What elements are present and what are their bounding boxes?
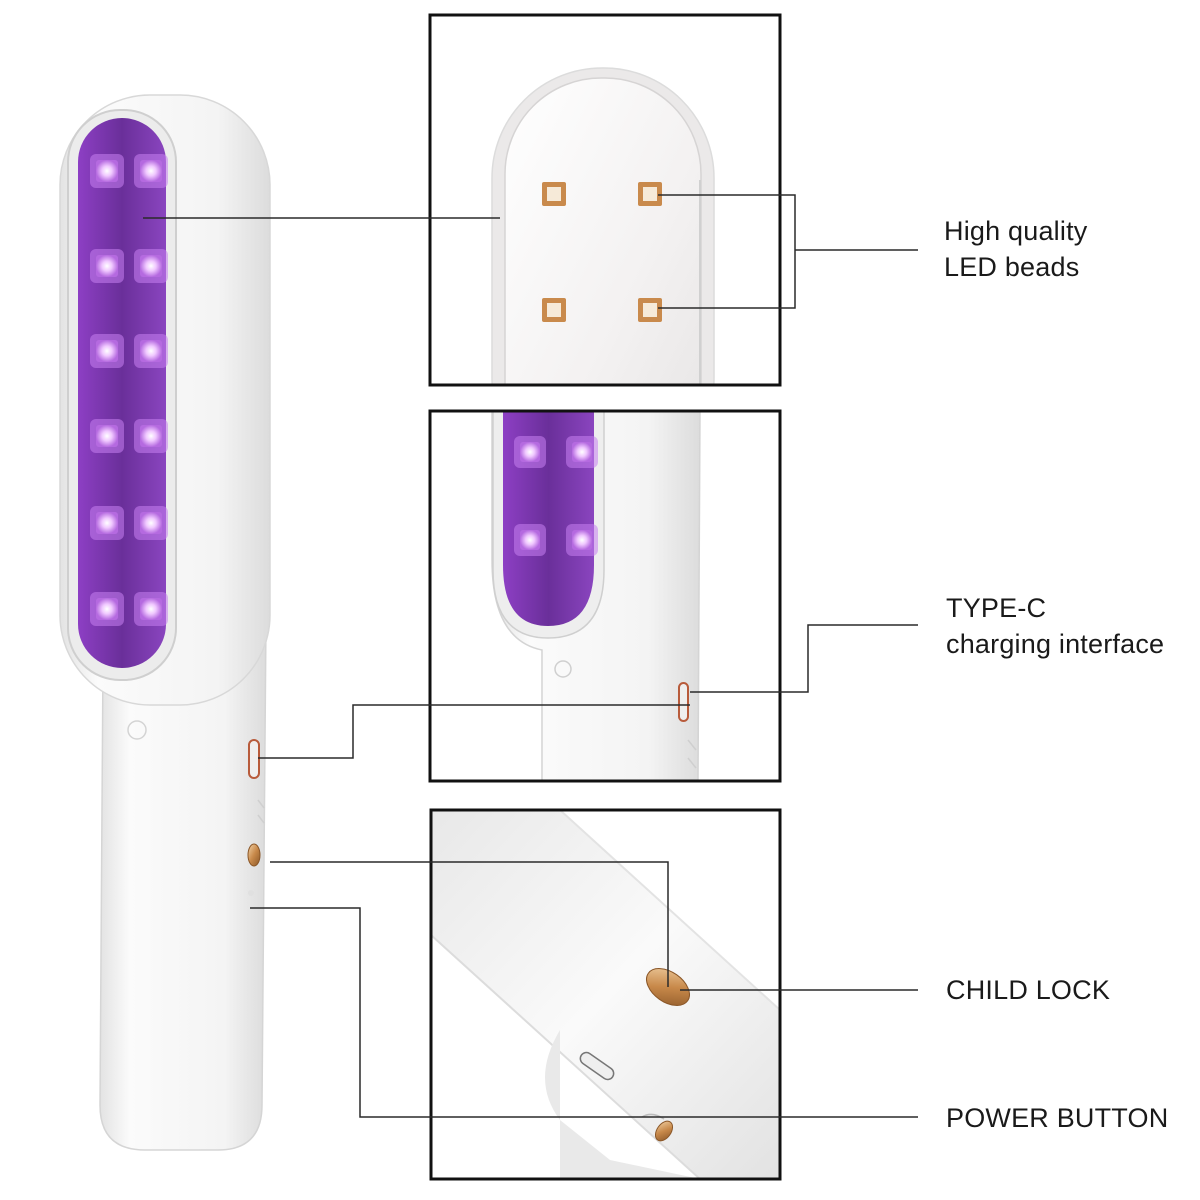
uv-led-bead (140, 512, 162, 534)
led-beads-label-line2: LED beads (944, 252, 1080, 282)
led-bead-chip (643, 187, 657, 201)
usb-c-port-icon (579, 1051, 615, 1081)
power-button-icon (247, 843, 261, 867)
uv-wand-device (59, 94, 271, 1151)
power-button-label: POWER BUTTON (946, 1103, 1169, 1133)
child-lock-label: CHILD LOCK (946, 975, 1111, 1005)
type-c-label: TYPE-C charging interface (946, 590, 1164, 662)
uv-led-bead (572, 530, 592, 550)
usb-c-port-icon (248, 739, 260, 779)
uv-led-bead (140, 425, 162, 447)
type-c-label-line2: charging interface (946, 629, 1165, 659)
uv-led-bead (140, 255, 162, 277)
type-c-closeup-panel (428, 409, 782, 783)
indicator-light (127, 720, 147, 740)
uv-led-bead-icon (514, 436, 598, 556)
uv-led-bead-icon (542, 182, 662, 322)
uv-led-bead (96, 598, 118, 620)
uv-led-bead (520, 530, 540, 550)
usb-c-port-icon (678, 682, 689, 722)
uv-led-bead (572, 442, 592, 462)
uv-led-bead (140, 340, 162, 362)
buttons-closeup-panel (429, 808, 782, 1181)
uv-led-bead-icon (90, 154, 168, 626)
uv-led-bead (96, 512, 118, 534)
uv-led-bead (140, 160, 162, 182)
uv-led-bead (96, 340, 118, 362)
uv-led-bead (96, 255, 118, 277)
led-bead-chip (643, 303, 657, 317)
uv-lamp-window (78, 118, 166, 668)
uv-led-bead (140, 598, 162, 620)
led-beads-label-line1: High quality (944, 216, 1088, 246)
led-closeup-panel (428, 13, 782, 387)
power-button-icon (654, 1120, 674, 1142)
uv-led-bead (96, 160, 118, 182)
uv-led-bead (520, 442, 540, 462)
led-bead-chip (547, 303, 561, 317)
type-c-label-line1: TYPE-C (946, 593, 1047, 623)
led-beads-label: High quality LED beads (944, 213, 1087, 285)
callout-lines (143, 194, 918, 1118)
led-bead-chip (547, 187, 561, 201)
uv-led-bead (96, 425, 118, 447)
